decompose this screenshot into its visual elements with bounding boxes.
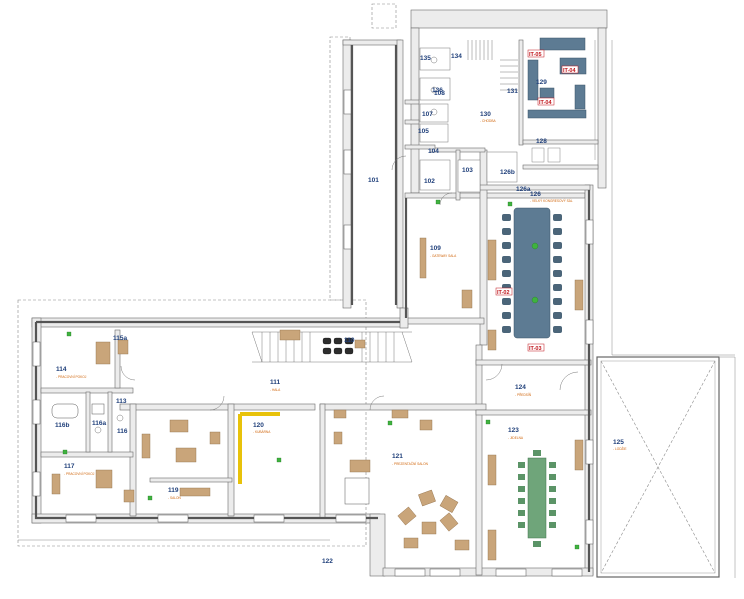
room-number-116a: 116a <box>92 420 106 427</box>
room-number-134: 134 <box>451 53 462 60</box>
bathrooms <box>51 403 124 434</box>
room-number-113: 113 <box>116 398 127 405</box>
windows <box>32 89 594 577</box>
room-number-109: 109 <box>430 245 441 252</box>
it-tag-5: IT-03 <box>529 346 542 352</box>
room-number-117: 117 <box>64 463 75 470</box>
congress-table <box>502 207 562 339</box>
hall-stairs <box>251 331 413 363</box>
lounge-seats <box>322 337 366 355</box>
room-number-108: 108 <box>434 90 445 97</box>
room-number-126: 126 <box>530 191 541 198</box>
room-desc-130: - CHODBA <box>480 119 496 123</box>
room-number-101: 101 <box>368 177 379 184</box>
room-desc-109: - GATEWAY SALA <box>430 254 457 258</box>
room-desc-123: - JIDELNA <box>508 436 524 440</box>
dining-table <box>518 450 556 547</box>
room-number-136: 136 <box>432 87 443 94</box>
room-labels: 101 102 103 104 105 107 108 109 - GATEWA… <box>55 53 626 565</box>
room-number-126b: 126b <box>500 169 515 176</box>
it-tag-4: IT-02 <box>497 290 510 296</box>
it-tag-2: IT-04 <box>563 68 576 74</box>
it-tag-3: IT-04 <box>539 100 552 106</box>
loggia <box>596 356 736 578</box>
room-number-115a: 115a <box>113 335 127 342</box>
north-wing-walls <box>342 9 608 576</box>
room-desc-114: - PRACOVNÍ POKOJ <box>56 375 87 379</box>
room-number-114: 114 <box>56 366 67 373</box>
main-block-walls <box>31 307 594 577</box>
room-number-110: 110 <box>344 337 355 344</box>
it-tags: IT-05 IT-04 IT-04 IT-02 IT-03 <box>495 49 579 352</box>
room-number-103: 103 <box>462 167 473 174</box>
room-desc-125: - LODŽIE <box>613 446 626 451</box>
room-desc-126: - VELKÝ KONGRESOVÝ SÁL <box>530 199 573 203</box>
room-number-126a: 126a <box>516 186 531 193</box>
service-rooms <box>419 40 518 193</box>
room-number-111: 111 <box>270 379 281 386</box>
door-swings <box>120 155 579 411</box>
furniture-blocks <box>51 237 584 561</box>
outer-contour <box>34 45 591 572</box>
room-number-119: 119 <box>168 487 179 494</box>
site-outline <box>17 3 735 547</box>
room-number-128: 128 <box>536 138 547 145</box>
room-number-107: 107 <box>422 111 433 118</box>
room-number-116: 116 <box>117 428 128 435</box>
room-number-122: 122 <box>322 558 333 565</box>
room-number-104: 104 <box>428 148 439 155</box>
room-number-129: 129 <box>536 79 547 86</box>
room-desc-119: - SALON <box>168 496 181 500</box>
room-desc-111: - HALA <box>270 388 281 392</box>
room-number-124: 124 <box>515 384 526 391</box>
room-number-102: 102 <box>424 178 435 185</box>
room-number-130: 130 <box>480 111 491 118</box>
room-number-120: 120 <box>253 422 264 429</box>
it-tag-1: IT-05 <box>529 52 542 58</box>
room-number-125: 125 <box>613 439 624 446</box>
exit-markers <box>62 199 580 550</box>
room-number-135: 135 <box>420 55 431 62</box>
room-desc-117: - PRACOVNÍ POKOJ <box>64 472 95 476</box>
room-number-121: 121 <box>392 453 403 460</box>
room-desc-120: - KUBÁRNA <box>253 430 271 434</box>
room-number-105: 105 <box>418 128 429 135</box>
room-desc-121: - PREZENTAČNÍ SALON <box>392 461 429 466</box>
room-desc-124: - PŘEDSÍŇ <box>515 392 532 397</box>
presentation-table <box>344 459 459 535</box>
room-number-131: 131 <box>507 88 518 95</box>
room-number-123: 123 <box>508 427 519 434</box>
room-number-116b: 116b <box>55 422 69 429</box>
